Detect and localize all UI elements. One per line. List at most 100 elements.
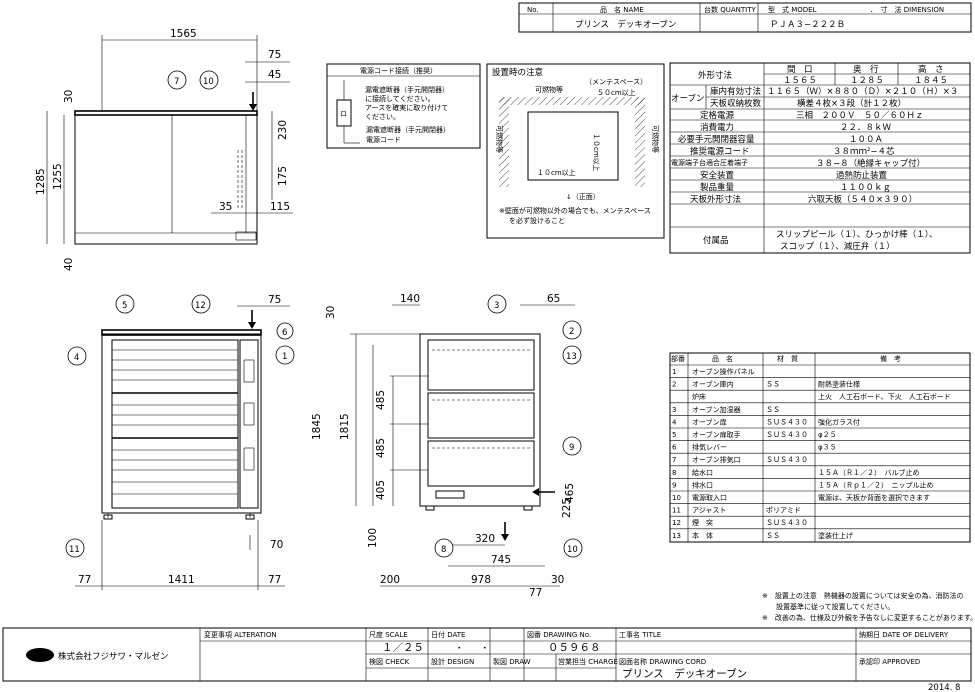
parts-cell-note: 塗装仕上げ (818, 531, 853, 540)
parts-cell-no: 3 (672, 406, 676, 414)
balloon-9: 9 (569, 443, 574, 453)
spec-col-depth: 奥 行 (853, 64, 879, 75)
parts-h-no: 部番 (671, 354, 685, 363)
footer-approved-label: 承認印 APPROVED (859, 657, 920, 666)
dim-front-77a: 77 (78, 574, 91, 586)
spec-consumption-label: 消費電力 (700, 122, 734, 133)
spec-safety: 過熱防止装置 (836, 170, 888, 181)
dim-side-77: 77 (529, 587, 542, 599)
cord-box-mark: ロ (340, 110, 347, 118)
footer-date-label: 日付 DATE (431, 630, 465, 639)
dim-front-77b: 77 (268, 574, 281, 586)
install-combustible-right: 可燃物等 (651, 125, 660, 153)
dim-front-75: 75 (268, 294, 281, 306)
note-1b: 設置基準に従って設置してください。 (776, 602, 894, 611)
spec-col-height: 高 さ (918, 64, 944, 75)
parts-cell-material: ＳＵＳ４３０ (766, 431, 808, 439)
parts-cell-name: オーブン操作パネル (692, 367, 755, 376)
parts-cell-name: 煙 突 (692, 518, 713, 527)
dim-side-140: 140 (400, 293, 420, 305)
front-view: 75 77 1411 77 70 (75, 294, 290, 590)
dim-top-30: 30 (63, 90, 75, 103)
install-caution: 設置時の注意 （メンテスペース） 可燃物等 ５０cm以上 可燃物等 可燃物等 １… (486, 63, 665, 239)
spec-weight-label: 製品重量 (700, 182, 735, 193)
cord-box-legend2: 電源コード (366, 135, 401, 144)
spec-table: 外形寸法 間 口 奥 行 高 さ １５６５ １２８５ １８４５ オーブン 庫内有… (669, 62, 971, 254)
parts-cell-no: 1 (672, 368, 676, 376)
balloon-8: 8 (441, 545, 446, 555)
parts-cell-note: 強化ガラス付 (818, 417, 860, 426)
balloon-12: 12 (195, 301, 206, 311)
footer-scale: １／２５ (382, 642, 424, 654)
parts-cell-material: ポリアミド (766, 507, 801, 515)
parts-cell-name: 電源取入口 (692, 493, 727, 502)
dim-top-115: 115 (270, 201, 290, 213)
spec-power: 三相 ２００Ｖ ５０／６０Ｈｚ (796, 110, 924, 121)
company-name: 株式会社フジサワ・マルゼン (58, 651, 169, 662)
header-qty-label: 台数 QUANTITY (704, 5, 756, 14)
footer-drawing-no: ０５９６８ (548, 642, 601, 654)
balloon-10a: 10 (203, 77, 214, 87)
dim-top-40: 40 (63, 258, 75, 271)
balloons: 7 10 5 12 6 1 4 11 3 2 13 9 8 10 (65, 70, 583, 558)
parts-cell-material: ＳＳ (766, 532, 780, 540)
dim-side-30b: 30 (551, 574, 564, 586)
parts-cell-name: 炉床 (692, 392, 706, 401)
arrow-side-view (532, 488, 539, 496)
spec-outer-label: 外形寸法 (698, 70, 732, 81)
arrow-top-view (249, 104, 257, 111)
footer-drawing-no-label: 図番 DRAWING No. (527, 631, 591, 639)
cord-box-title: 電源コード接続（推奨） (360, 66, 437, 75)
dim-side-1845: 1845 (311, 413, 323, 440)
spec-tray: 横差４枚×３段（計１２枚） (797, 98, 906, 109)
footer-design-label: 設計 DESIGN (431, 657, 474, 666)
dim-top-35: 35 (219, 201, 232, 213)
spec-top: 六取天板（５４０×３９０） (808, 194, 917, 205)
top-view: 1565 75 45 30 1285 1255 40 230 175 35 11… (35, 28, 293, 271)
spec-acc-line1: スリップピール（１）、ひっかけ棒（１）、 (776, 229, 938, 240)
parts-cell-material: ＳＵＳ４３０ (766, 519, 808, 527)
parts-cell-name: 給水口 (692, 468, 713, 477)
balloon-10b: 10 (567, 545, 578, 555)
parts-cell-note: １５Ａ（Ｒ１／２） バルブ止め (818, 468, 920, 477)
footer-scale-label: 尺度 SCALE (369, 630, 408, 639)
install-combustible-top: 可燃物等 (535, 85, 563, 94)
dim-side-1815: 1815 (339, 413, 351, 440)
spec-width: １５６５ (783, 76, 817, 86)
spec-breaker: １００Ａ (849, 135, 883, 145)
parts-cell-note: 上火 人工石ボード、下火 人工石ボード (818, 392, 951, 401)
install-combustible-left: 可燃物等 (495, 125, 504, 153)
install-front: ↓（正面） (566, 193, 600, 201)
balloon-7: 7 (174, 77, 179, 87)
dim-side-745: 745 (491, 554, 511, 566)
cord-box-line2: に接続してください。 (365, 94, 435, 103)
footer-alteration: 変更事項 ALTERATION (204, 630, 277, 639)
parts-h-material: 材 質 (777, 354, 798, 363)
parts-cell-material: ＳＵＳ４３０ (766, 456, 808, 464)
parts-cell-no: 6 (672, 444, 677, 452)
install-maint: （メンテスペース） (585, 78, 647, 86)
dim-top-1565: 1565 (170, 28, 197, 40)
footer-draw-label: 製図 DRAW (493, 657, 531, 666)
parts-cell-name: アジャスト (692, 507, 726, 515)
footer-charge-label: 営業担当 CHARGE (558, 657, 618, 666)
install-note2: を必ず設けること (509, 216, 565, 225)
spec-terminal: ３８−８（絶縁キャップ付） (816, 158, 925, 169)
vent-slots (237, 150, 243, 210)
parts-cell-note: １５Ａ（Ｒｐ１／２） ニップル止め (818, 480, 934, 489)
parts-cell-note: φ３５ (818, 444, 837, 452)
footer-block: 株式会社フジサワ・マルゼン 変更事項 ALTERATION 尺度 SCALE １… (2, 627, 972, 692)
dim-top-75: 75 (268, 49, 281, 61)
dim-top-45: 45 (268, 69, 281, 81)
arrow-front-view (248, 322, 256, 329)
model-code: ＰＪＡ３−２２２Ｂ (770, 20, 845, 30)
parts-h-name: 品 名 (712, 354, 733, 363)
parts-cell-no: 4 (672, 418, 677, 426)
dim-side-978: 978 (471, 574, 491, 586)
footer-year: 2014. 8 (928, 683, 960, 692)
parts-cell-no: 9 (672, 481, 676, 489)
install-note1: ※壁面が可燃物以外の場合でも、メンテスペース (499, 206, 651, 215)
parts-cell-no: 8 (672, 469, 676, 477)
parts-h-note: 備 考 (880, 354, 901, 363)
